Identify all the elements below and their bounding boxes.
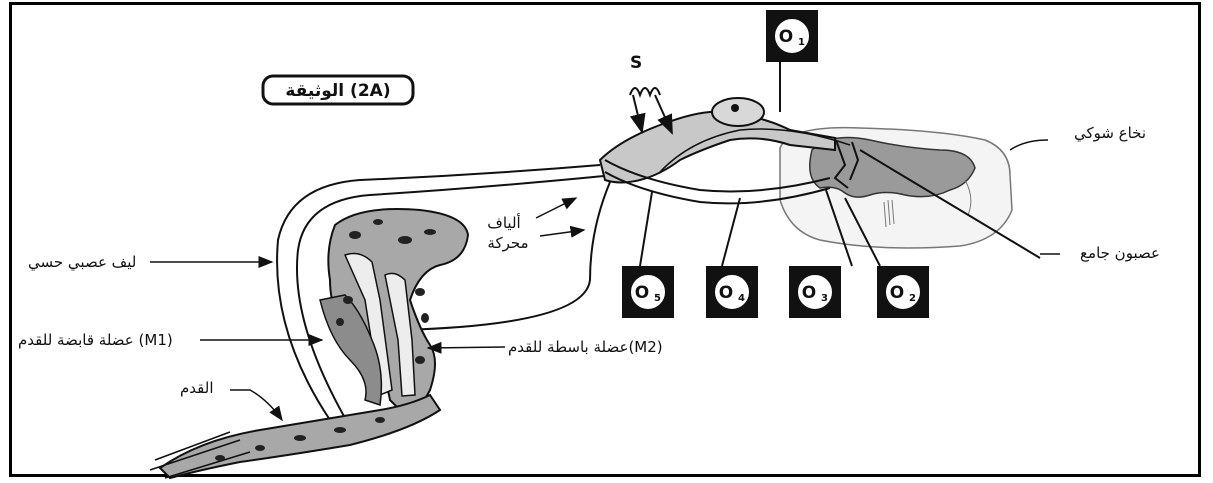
ganglion [712,98,764,126]
svg-text:1: 1 [798,37,805,48]
svg-text:محركة: محركة [487,234,528,252]
svg-text:عصبون جامع: عصبون جامع [1080,244,1160,262]
label-sensory-fiber: ليف عصبي حسي [28,253,272,272]
label-flexor-muscle: عضلة قابضة للقدم (M1) [18,331,322,349]
label-interneuron: عصبون جامع [1040,244,1160,262]
svg-text:عضلة قابضة للقدم (M1): عضلة قابضة للقدم (M1) [18,331,173,349]
label-extensor-muscle: عضلة باسطة للقدم(M2) [428,338,663,356]
svg-text:O: O [890,283,904,303]
frog-leg [150,209,468,478]
svg-text:3: 3 [821,293,828,304]
svg-text:O: O [635,283,649,303]
label-motor-fibers: ألياف محركة [487,198,584,252]
svg-text:O: O [779,27,793,47]
svg-text:عضلة باسطة للقدم(M2): عضلة باسطة للقدم(M2) [508,338,663,356]
svg-text:نخاع شوكي: نخاع شوكي [1074,124,1146,143]
document-title-box: الوثيقة (2A) [263,76,413,104]
svg-text:القدم: القدم [180,379,214,397]
electrode-o1: O 1 [766,10,818,112]
svg-text:5: 5 [654,293,661,304]
svg-text:ليف عصبي حسي: ليف عصبي حسي [28,253,136,272]
electrode-o5: O 5 [622,192,674,318]
ganglion-nucleus [731,104,739,112]
svg-text:2: 2 [909,293,916,304]
stimulus-label: S [630,53,642,73]
electrode-o4: O 4 [706,198,758,318]
svg-text:O: O [802,283,816,303]
label-spinal-cord: نخاع شوكي [1010,124,1146,150]
label-foot: القدم [180,379,282,420]
svg-text:ألياف: ألياف [487,213,520,232]
svg-text:4: 4 [738,293,745,304]
document-title: الوثيقة (2A) [285,81,390,101]
stimulus-electrode: S [630,53,672,133]
svg-text:O: O [719,283,733,303]
